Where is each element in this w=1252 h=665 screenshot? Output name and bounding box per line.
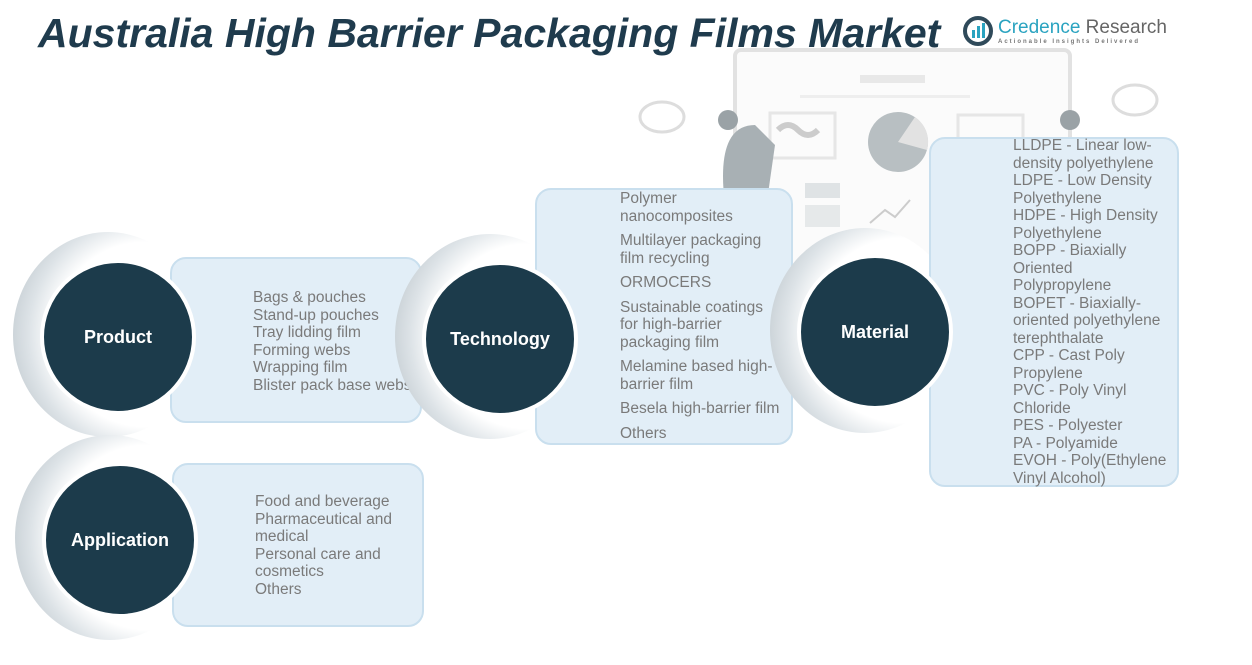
- material-list: LLDPE - Linear low-density polyethylene …: [1013, 137, 1173, 487]
- technology-box: [535, 188, 793, 445]
- list-item: CPP - Cast Poly Propylene: [1013, 347, 1125, 382]
- list-item: ORMOCERS: [620, 274, 712, 291]
- list-item: PES - Polyester: [1013, 417, 1123, 434]
- list-item: PA - Polyamide: [1013, 434, 1118, 452]
- list-item: BOPP - Biaxially Oriented Polypropylene: [1013, 242, 1127, 294]
- list-item: Others: [255, 580, 302, 598]
- list-item: Food and beverage: [255, 493, 390, 510]
- list-item: Sustainable coatings for high-barrier pa…: [620, 298, 764, 351]
- material-box: [929, 137, 1179, 487]
- technology-circle: Technology: [422, 261, 578, 417]
- technology-list: Polymer nanocomposites Multilayer packag…: [620, 190, 782, 449]
- list-item: LLDPE - Linear low-density polyethylene: [1013, 137, 1154, 172]
- application-list: Food and beverage Pharmaceutical and med…: [255, 493, 410, 598]
- application-box: [172, 463, 424, 627]
- list-item: EVOH - Poly(Ethylene Vinyl Alcohol): [1013, 452, 1167, 487]
- list-item: Multilayer packaging film recycling: [620, 232, 762, 267]
- logo-tagline: Actionable Insights Delivered: [998, 39, 1141, 45]
- material-circle: Material: [797, 254, 953, 410]
- list-item: HDPE - High Density Polyethylene: [1013, 207, 1158, 242]
- product-box: [170, 257, 422, 423]
- logo: Credence Research Actionable Insights De…: [963, 16, 1167, 46]
- list-item: Wrapping film: [253, 359, 348, 376]
- logo-name-a: Credence: [998, 17, 1081, 38]
- list-item: Tray lidding film: [253, 324, 361, 341]
- list-item: Besela high-barrier film: [620, 400, 780, 417]
- list-item: Pharmaceutical and medical: [255, 510, 392, 546]
- list-item: Bags & pouches: [253, 289, 366, 306]
- list-item: Melamine based high-barrier film: [620, 358, 773, 393]
- list-item: Blister pack base webs: [253, 376, 412, 394]
- logo-icon: [963, 16, 993, 46]
- list-item: BOPET - Biaxially-oriented polyethylene …: [1013, 294, 1161, 347]
- product-list: Bags & pouches Stand-up pouches Tray lid…: [253, 289, 423, 394]
- list-item: Forming webs: [253, 341, 351, 359]
- list-item: Polymer nanocomposites: [620, 190, 733, 225]
- product-circle: Product: [40, 259, 196, 415]
- list-item: LDPE - Low Density Polyethylene: [1013, 172, 1152, 207]
- list-item: PVC - Poly Vinyl Chloride: [1013, 382, 1127, 417]
- application-circle: Application: [42, 462, 198, 618]
- list-item: Stand-up pouches: [253, 306, 379, 324]
- list-item: Others: [620, 424, 667, 442]
- logo-name-b: Research: [1080, 17, 1167, 38]
- list-item: Personal care and cosmetics: [255, 545, 381, 581]
